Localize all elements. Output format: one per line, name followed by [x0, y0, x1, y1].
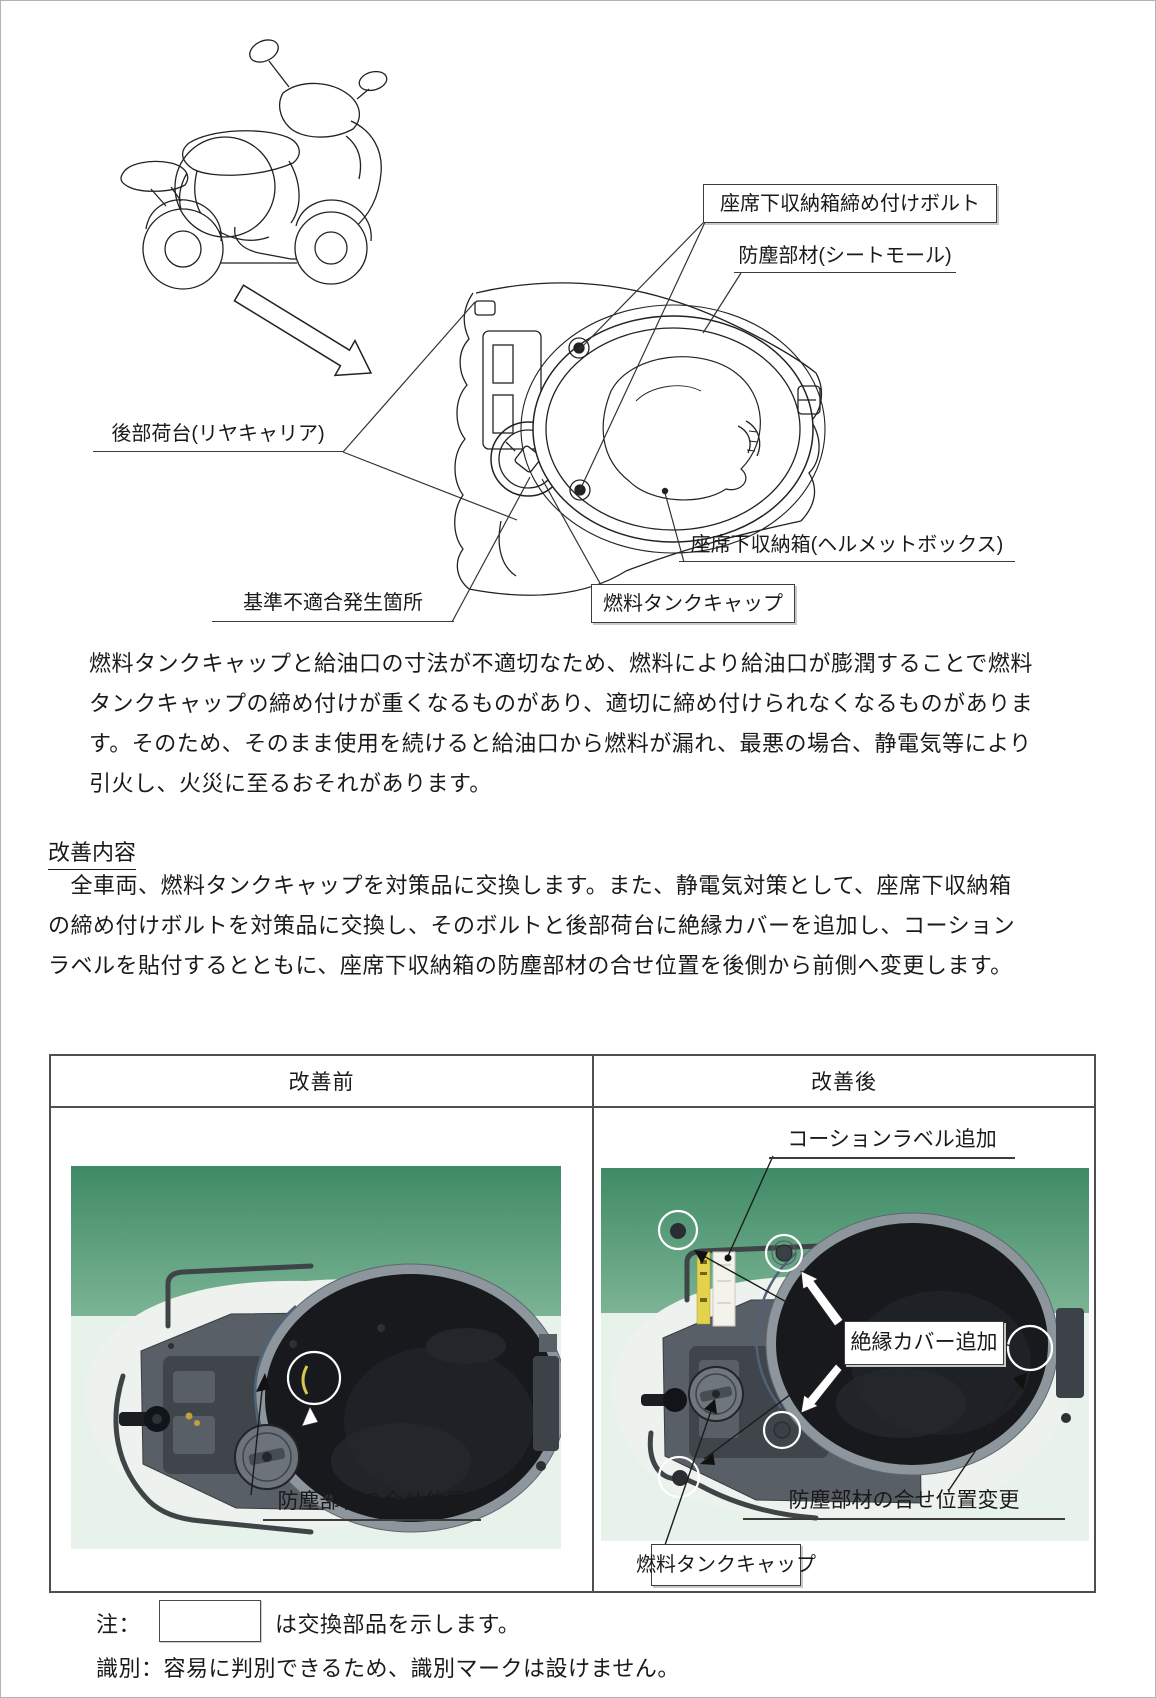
- improvement-line: ラベルを貼付するとともに、座席下収納箱の防塵部材の合せ位置を後側から前側へ変更し…: [48, 953, 1013, 978]
- improvement-heading: 改善内容: [48, 835, 137, 870]
- defect-note-line: す。そのため、そのまま使用を続けると給油口から燃料が漏れ、最悪の場合、静電気等に…: [89, 731, 1032, 756]
- label-dust-position-change: 防塵部材の合せ位置変更: [743, 1486, 1065, 1520]
- top-diagram: [120, 39, 826, 623]
- label-caution-added: コーションラベル追加: [769, 1126, 1015, 1159]
- note-prefix: 注：: [96, 1612, 142, 1637]
- identification-note: 識別：容易に判別できるため、識別マークは設けません。: [96, 1656, 680, 1681]
- before-annotation-circle: [286, 1350, 342, 1406]
- label-insulation-cover-added: 絶縁カバー追加: [844, 1321, 1004, 1365]
- comparison-table-header-row: [51, 1056, 1094, 1108]
- defect-note: 燃料タンクキャップと給油口の寸法が不適切なため、燃料により給油口が膨潤することで…: [89, 646, 1069, 806]
- white-label-sticker: [712, 1251, 736, 1327]
- label-dust-position-before: 防塵部材の合せ位置: [263, 1487, 481, 1521]
- label-fuel-cap-photo: 燃料タンクキャップ: [636, 1544, 816, 1586]
- comparison-table-divider: [592, 1056, 594, 1591]
- label-fuel-cap: 燃料タンクキャップ: [591, 584, 795, 623]
- label-rear-carrier: 後部荷台(リヤキャリア): [93, 419, 343, 452]
- improvement-line: の締め付けボルトを対策品に交換し、そのボルトと後部荷台に絶縁カバーを追加し、コー…: [48, 913, 1016, 938]
- photo-before: [71, 1166, 561, 1549]
- improvement-line: 全車両、燃料タンクキャップを対策品に交換します。また、静電気対策として、座席下収…: [48, 873, 1012, 898]
- scooter-line-drawing: [120, 39, 388, 290]
- underseat-detail-drawing: [454, 282, 826, 596]
- label-seat-bolt: 座席下収納箱締め付けボルト: [703, 184, 997, 223]
- label-nonconformity-point: 基準不適合発生箇所: [212, 587, 454, 622]
- header-before: 改善前: [288, 1071, 355, 1094]
- before-white-arrow-icon: [301, 1406, 319, 1427]
- defect-note-line: 燃料タンクキャップと給油口の寸法が不適切なため、燃料により給油口が膨潤することで…: [89, 651, 1033, 676]
- improvement-paragraph: 全車両、燃料タンクキャップを対策品に交換します。また、静電気対策として、座席下収…: [48, 868, 1118, 988]
- defect-note-line: タンクキャップの締め付けが重くなるものがあり、適切に締め付けられなくなるものがあ…: [89, 691, 1034, 716]
- label-dust-member: 防塵部材(シートモール): [734, 242, 956, 273]
- label-storage-box: 座席下収納箱(ヘルメットボックス): [679, 531, 1015, 562]
- defect-note-line: 引火し、火災に至るおそれがあります。: [89, 771, 492, 796]
- magnify-arrow-icon: [233, 284, 373, 377]
- note-suffix: は交換部品を示します。: [275, 1612, 521, 1637]
- diagram-leader-lines: [342, 219, 742, 623]
- header-after: 改善後: [811, 1071, 877, 1094]
- swap-part-legend-box: [159, 1600, 261, 1642]
